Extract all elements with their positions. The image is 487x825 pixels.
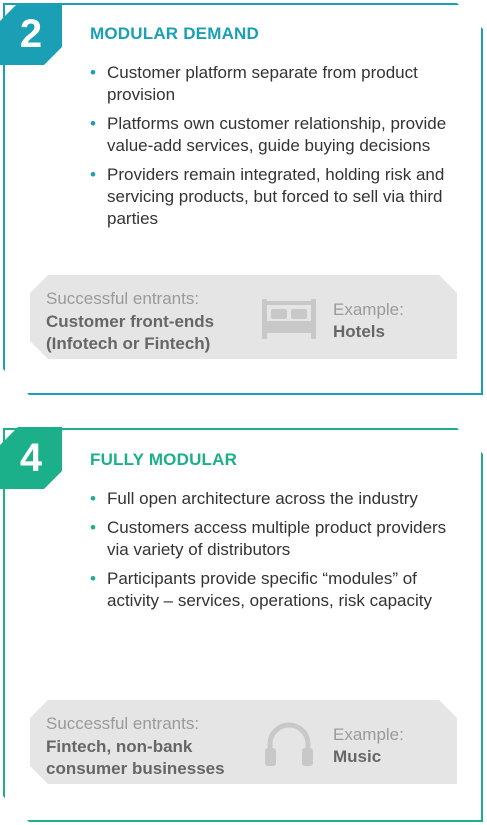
list-item: • Customer platform separate from product… xyxy=(90,62,470,106)
bullet-icon: • xyxy=(90,569,96,588)
bullet-icon: • xyxy=(90,114,96,133)
list-item: • Customers access multiple product provi… xyxy=(90,517,470,561)
example-label: Example: xyxy=(333,300,404,319)
headphones-icon xyxy=(258,720,320,768)
section-number: 2 xyxy=(19,11,43,56)
example-label: Example: xyxy=(333,725,404,744)
bullet-icon: • xyxy=(90,518,96,537)
entrants-value: Customer front-ends (Infotech or Fintech… xyxy=(46,312,215,353)
section-title: FULLY MODULAR xyxy=(90,450,238,469)
list-item: • Platforms own customer relationship, pr… xyxy=(90,113,470,157)
modular-demand-card xyxy=(3,3,483,395)
bullet-list: • Full open architecture across the indus… xyxy=(90,488,470,619)
section-number-badge: 2 xyxy=(0,3,62,65)
example-value: Hotels xyxy=(333,322,385,341)
entrants-label: Successful entrants: xyxy=(46,289,200,308)
bullet-text: Platforms own customer relationship, pro… xyxy=(107,114,447,155)
bullet-text: Participants provide specific “modules” … xyxy=(107,569,433,610)
bullet-text: Customers access multiple product provid… xyxy=(107,518,447,559)
list-item: • Full open architecture across the indus… xyxy=(90,488,470,510)
entrants-panel: Successful entrants: Fintech, non-bank c… xyxy=(30,700,457,784)
section-number-badge: 4 xyxy=(0,427,62,489)
bullet-icon: • xyxy=(90,489,96,508)
bullet-text: Providers remain integrated, holding ris… xyxy=(107,165,445,228)
fully-modular-card xyxy=(3,428,483,822)
list-item: • Participants provide specific “modules”… xyxy=(90,568,470,612)
entrants-panel: Successful entrants: Customer front-ends… xyxy=(30,275,457,359)
bed-icon xyxy=(258,295,320,343)
bullet-text: Full open architecture across the indust… xyxy=(107,489,418,508)
bullet-list: • Customer platform separate from product… xyxy=(90,62,470,237)
entrants-value: Fintech, non-bank consumer businesses xyxy=(46,737,225,778)
section-number: 4 xyxy=(19,435,43,480)
entrants-label: Successful entrants: xyxy=(46,714,200,733)
bullet-icon: • xyxy=(90,63,96,82)
bullet-text: Customer platform separate from product … xyxy=(107,63,418,104)
section-title: MODULAR DEMAND xyxy=(90,24,260,43)
example-value: Music xyxy=(333,747,382,766)
bullet-icon: • xyxy=(90,165,96,184)
list-item: • Providers remain integrated, holding ri… xyxy=(90,164,470,230)
